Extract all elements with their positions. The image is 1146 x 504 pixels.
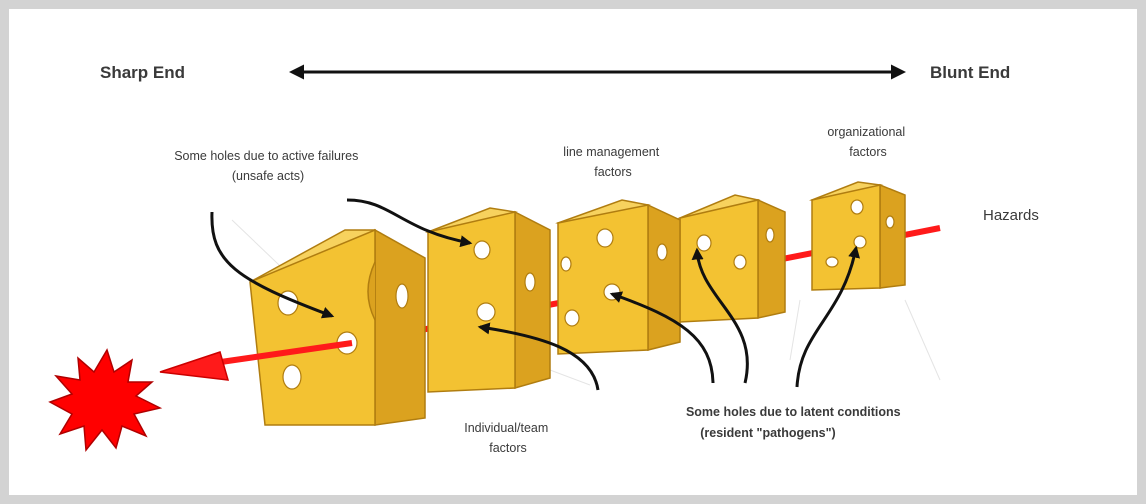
sharp-end-label: Sharp End bbox=[100, 63, 185, 82]
organizational-label: organizational factors bbox=[827, 125, 908, 159]
individual-team-label: Individual/team factors bbox=[464, 421, 552, 455]
blunt-end-label: Blunt End bbox=[930, 63, 1010, 82]
latent-conditions-label: Some holes due to latent conditions (res… bbox=[686, 405, 904, 440]
trajectory-arrowhead bbox=[160, 352, 228, 380]
cheese-slice-4 bbox=[680, 195, 785, 322]
active-failures-label: Some holes due to active failures (unsaf… bbox=[174, 149, 362, 183]
cheese-slice-line-management bbox=[558, 200, 680, 354]
cheese-slice-individual-team bbox=[250, 230, 425, 425]
hazards-label: Hazards bbox=[983, 207, 1039, 224]
cheese-slice-organizational bbox=[812, 182, 905, 290]
line-management-label: line management factors bbox=[563, 145, 662, 179]
accident-burst-icon bbox=[50, 350, 160, 450]
cheese-slice-2 bbox=[428, 208, 550, 392]
